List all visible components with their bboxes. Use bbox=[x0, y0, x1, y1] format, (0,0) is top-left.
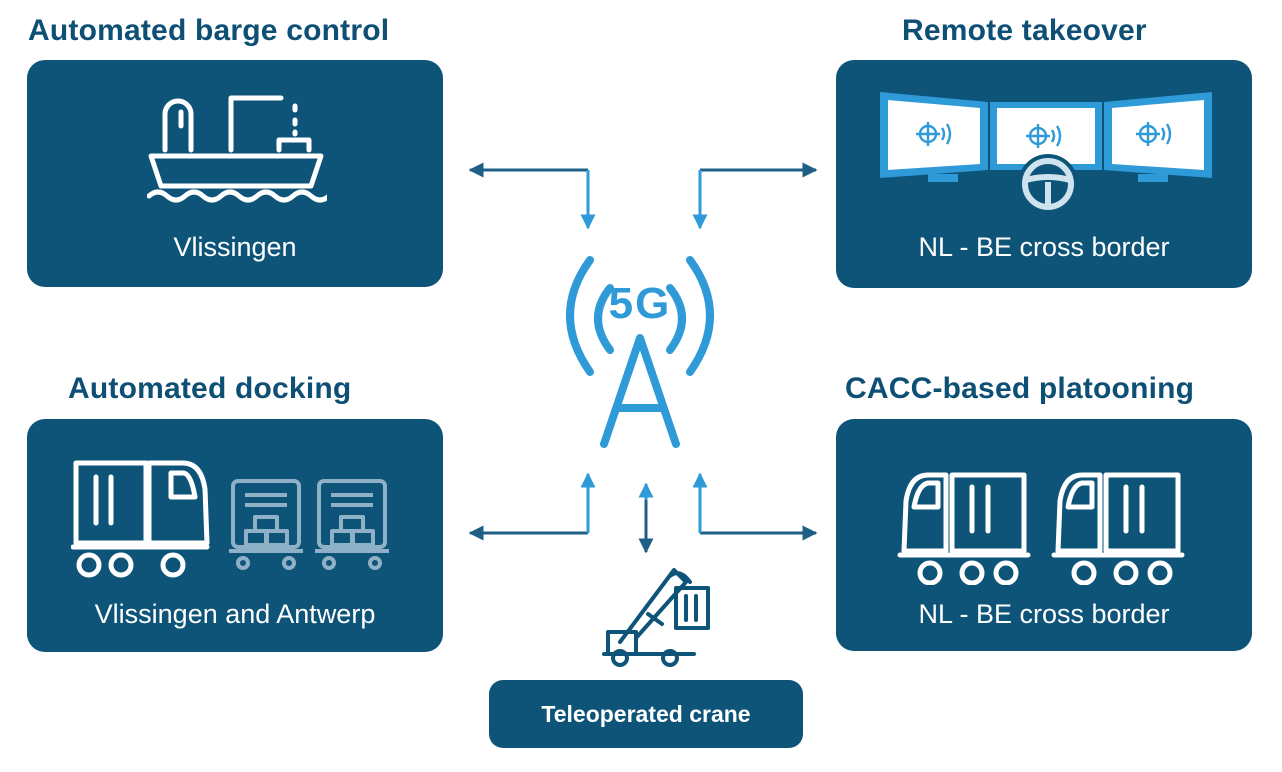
barge-icon bbox=[147, 95, 327, 203]
crane-icon bbox=[602, 568, 710, 667]
platooning-title: CACC-based platooning bbox=[845, 372, 1195, 405]
docking-title: Automated docking bbox=[68, 372, 352, 405]
takeover-subtitle: NL - BE cross border bbox=[918, 232, 1170, 262]
docking-subtitle: Vlissingen and Antwerp bbox=[94, 599, 376, 629]
truck-platoon-icon bbox=[897, 472, 1185, 585]
platooning-card: NL - BE cross border bbox=[836, 419, 1252, 651]
barge-card: Vlissingen bbox=[27, 60, 443, 287]
takeover-title: Remote takeover bbox=[902, 14, 1147, 47]
docking-card: Vlissingen and Antwerp bbox=[27, 419, 443, 652]
takeover-card: NL - BE cross border bbox=[836, 60, 1252, 288]
barge-subtitle: Vlissingen bbox=[173, 232, 297, 262]
barge-title: Automated barge control bbox=[28, 14, 390, 47]
5g-tower-icon: 5G bbox=[566, 256, 714, 448]
crane-label: Teleoperated crane bbox=[489, 680, 803, 748]
5g-label: 5G bbox=[609, 279, 672, 328]
remote-cockpit-icon bbox=[880, 92, 1212, 214]
truck-docking-icon bbox=[71, 460, 389, 578]
platooning-subtitle: NL - BE cross border bbox=[918, 599, 1170, 629]
